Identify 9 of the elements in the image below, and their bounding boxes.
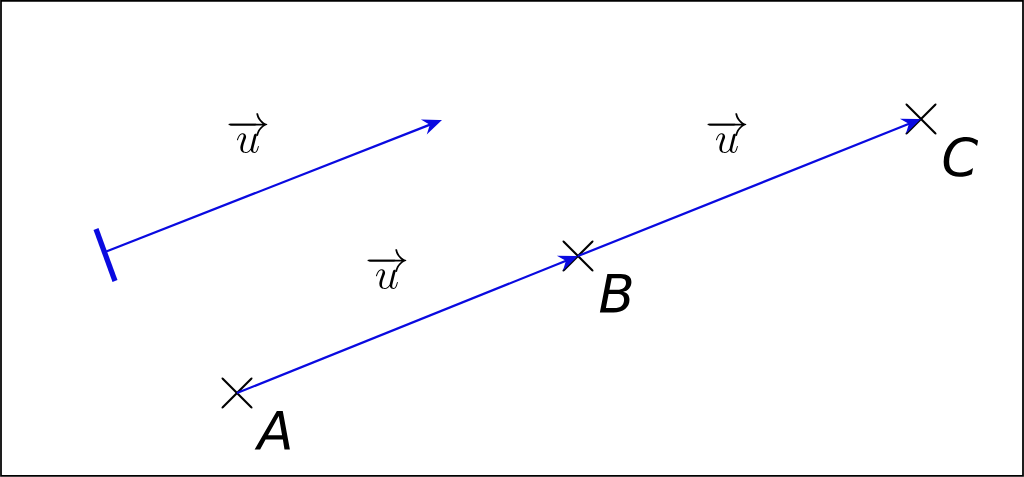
point-label: C xyxy=(943,136,979,177)
point-label: A xyxy=(254,410,290,450)
point-cross xyxy=(562,240,594,272)
vector-label: $\overrightarrow{u}$ xyxy=(367,249,407,289)
vector-label: $\overrightarrow{u}$ xyxy=(707,113,747,153)
vector-label: $\overrightarrow{u}$ xyxy=(228,113,268,153)
point-cross xyxy=(905,103,937,135)
point-cross xyxy=(221,377,253,409)
point-label: B xyxy=(599,273,632,313)
